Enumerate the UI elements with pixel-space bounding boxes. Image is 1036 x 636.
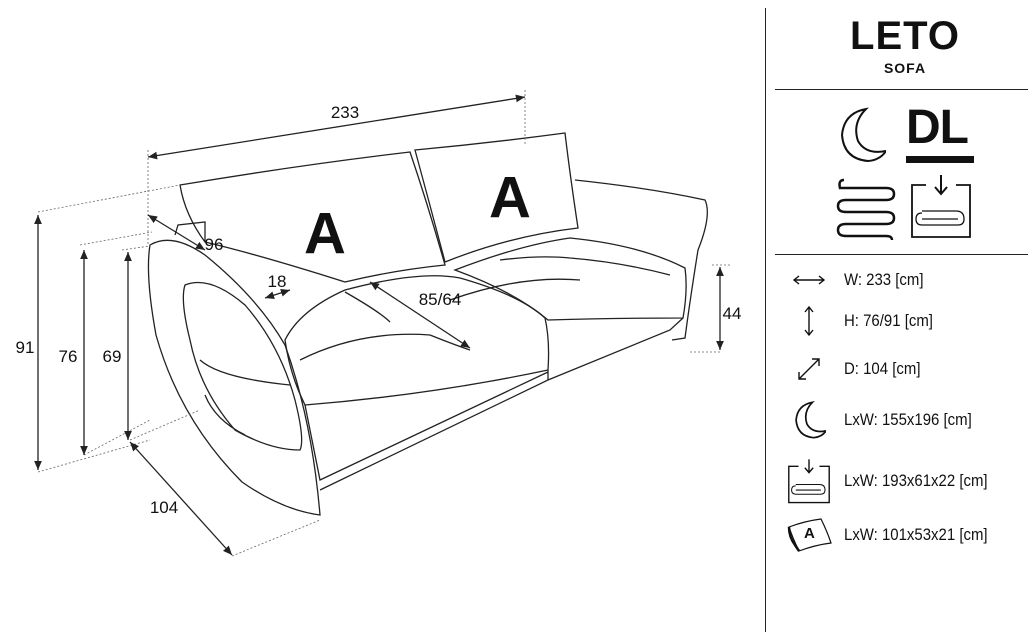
- dimension-armrest: 18: [267, 272, 287, 291]
- dimension-depth: 104: [149, 498, 179, 517]
- width-arrow-icon: [792, 275, 826, 285]
- storage-box-icon: [911, 175, 971, 238]
- cushion-letter: A: [304, 201, 346, 267]
- sofa-base: [304, 317, 684, 491]
- dimension-seat-height: 44: [722, 304, 742, 323]
- moon-icon: [840, 107, 886, 163]
- spring-icon: [836, 178, 896, 240]
- spec-bed-size: LxW: 155x196 [cm]: [780, 398, 1030, 442]
- height-arrow-icon: [804, 305, 814, 337]
- dimension-lines: [34, 94, 724, 556]
- dl-icon: DL: [906, 104, 974, 163]
- dimension-width: 233: [330, 103, 360, 122]
- dimension-backrest-depth: 96: [204, 235, 224, 254]
- spec-text: D: 104 [cm]: [844, 359, 921, 378]
- cushion-letter: A: [489, 165, 531, 231]
- spec-text: LxW: 193x61x22 [cm]: [844, 471, 988, 490]
- spec-depth: D: 104 [cm]: [780, 349, 1030, 389]
- moon-icon: [795, 400, 826, 439]
- seat-cushion-left: [284, 275, 550, 406]
- product-name: LETO: [850, 14, 960, 58]
- seat-cushion-right: [453, 237, 687, 321]
- spec-cushion-size: A LxW: 101x53x21 [cm]: [780, 515, 1030, 555]
- product-type: SOFA: [883, 60, 927, 76]
- sofa-drawing: [34, 90, 730, 557]
- dimension-total-height: 91: [15, 338, 35, 357]
- divider: [775, 89, 1028, 90]
- storage-box-icon: [788, 459, 830, 504]
- spec-text: LxW: 101x53x21 [cm]: [844, 525, 988, 544]
- dimension-seat-depth: 85/64: [418, 290, 462, 309]
- dl-label: DL: [906, 101, 969, 154]
- spec-storage-size: LxW: 193x61x22 [cm]: [780, 458, 1030, 504]
- back-cushion-left: [179, 151, 446, 283]
- spec-text: W: 233 [cm]: [844, 270, 924, 289]
- divider: [765, 8, 766, 632]
- cushion-a-icon: [787, 518, 832, 552]
- dimension-back-height: 76: [58, 347, 78, 366]
- spec-height: H: 76/91 [cm]: [780, 301, 1030, 341]
- dimension-arm-height: 69: [102, 347, 122, 366]
- left-armrest: [147, 239, 321, 516]
- cushion-icon-letter: A: [804, 525, 815, 542]
- right-armrest: [574, 179, 708, 341]
- spec-text: H: 76/91 [cm]: [844, 311, 933, 330]
- spec-text: LxW: 155x196 [cm]: [844, 410, 972, 429]
- depth-arrow-icon: [798, 358, 820, 380]
- spec-width: W: 233 [cm]: [780, 260, 1030, 300]
- divider: [775, 254, 1028, 255]
